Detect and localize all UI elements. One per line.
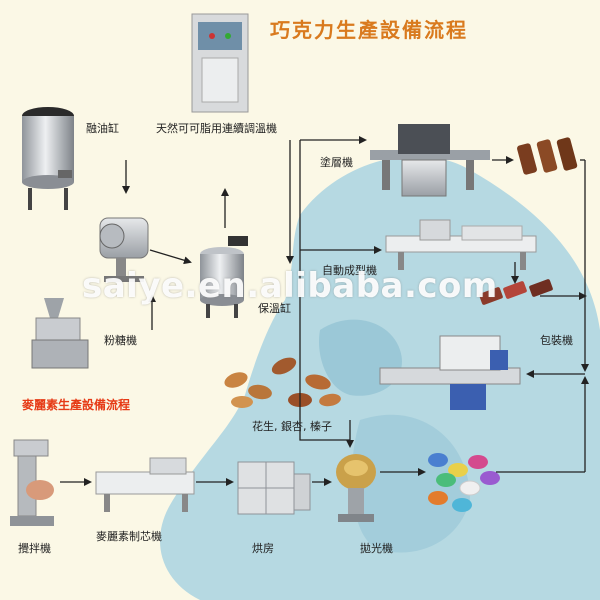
arrow-conche-to-tank bbox=[149, 249, 192, 265]
melting-tank-icon bbox=[22, 107, 74, 210]
wrapped-bars-icon bbox=[479, 279, 553, 305]
label-core-machine: 麥麗素制芯機 bbox=[96, 530, 162, 543]
subtitle: 麥麗素生產設備流程 bbox=[22, 398, 131, 412]
drying-room-icon bbox=[237, 461, 311, 515]
watermark: saiye.en.alibaba.com bbox=[82, 266, 498, 306]
label-drying-room: 烘房 bbox=[252, 542, 274, 555]
label-coating-machine: 塗層機 bbox=[320, 156, 353, 169]
forming-line-icon bbox=[385, 219, 537, 270]
holding-tank-icon bbox=[200, 236, 248, 318]
label-automatic-machine: 自動成型機 bbox=[322, 264, 377, 277]
candies-icon bbox=[428, 453, 500, 512]
label-melting-tank: 融油缸 bbox=[86, 122, 119, 135]
coating-line-icon bbox=[370, 124, 490, 197]
core-belt-icon bbox=[95, 457, 195, 512]
bird-blob-wing bbox=[351, 414, 470, 553]
label-polishing-machine: 拋光機 bbox=[360, 542, 393, 555]
label-nuts: 花生, 銀杏, 榛子 bbox=[252, 420, 332, 433]
label-packing-machine: 包裝機 bbox=[540, 334, 573, 347]
sugar-mill-icon bbox=[31, 298, 89, 369]
mixer-icon bbox=[10, 439, 54, 526]
polishing-pan-icon bbox=[336, 454, 376, 522]
label-tempering-machine: 天然可可脂用連續調溫機 bbox=[156, 122, 277, 135]
page-title: 巧克力生產設備流程 bbox=[270, 18, 468, 42]
bars-product-icon bbox=[517, 137, 578, 175]
tempering-cabinet-icon bbox=[191, 13, 249, 113]
label-mixer: 攪拌機 bbox=[18, 542, 51, 555]
flow-wrapper-icon bbox=[379, 335, 521, 410]
nuts-icon bbox=[224, 357, 341, 408]
label-sugar-mill: 粉糖機 bbox=[104, 334, 137, 347]
conche-icon bbox=[99, 217, 149, 282]
label-holding-tank: 保溫缸 bbox=[258, 302, 291, 315]
line-polish-branch bbox=[299, 140, 350, 441]
